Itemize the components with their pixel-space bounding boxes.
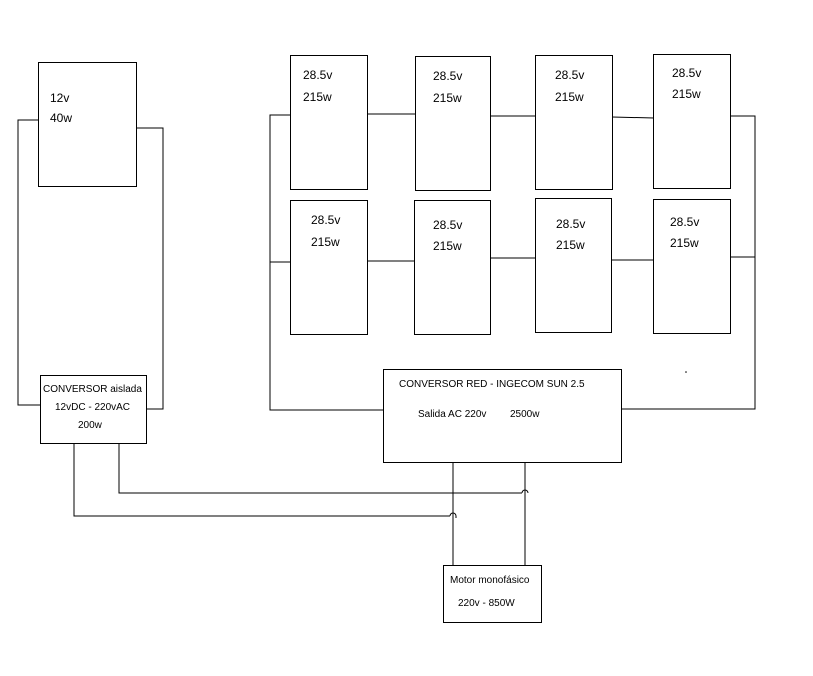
panel-voltage: 28.5v: [311, 213, 341, 227]
wire-battery-right: [136, 127, 164, 410]
panel-power: 215w: [670, 236, 699, 250]
isolated-converter-box: CONVERSOR aislada 12vDC - 220vAC 200w: [40, 375, 147, 444]
panel-voltage: 28.5v: [555, 68, 585, 82]
wire-iso-b: [73, 443, 450, 517]
panel-voltage: 28.5v: [672, 66, 702, 80]
panel-power: 215w: [311, 235, 340, 249]
panel-voltage: 28.5v: [556, 217, 586, 231]
panel-power: 215w: [433, 91, 462, 105]
panel-voltage: 28.5v: [670, 215, 700, 229]
solar-panel: 28.5v 215w: [415, 56, 491, 191]
solar-panel: 28.5v 215w: [535, 198, 612, 333]
solar-panel: 28.5v 215w: [290, 200, 368, 335]
grid-converter-output: Salida AC 220v: [418, 409, 487, 420]
panel-voltage: 28.5v: [433, 69, 463, 83]
isolated-converter-title: CONVERSOR aislada: [43, 384, 142, 395]
wire-iso-a: [118, 443, 522, 494]
panel-power: 215w: [556, 238, 585, 252]
wire-hop-b: [449, 512, 457, 518]
wire-battery-left: [17, 119, 40, 406]
grid-converter-power: 2500w: [510, 409, 540, 420]
wire-hop-a: [521, 489, 529, 494]
stray-dot: [685, 371, 687, 373]
battery-power: 40w: [50, 111, 73, 125]
solar-panel: 28.5v 215w: [414, 200, 491, 335]
panel-power: 215w: [555, 90, 584, 104]
battery-voltage: 12v: [50, 91, 70, 105]
battery-box: 12v 40w: [38, 62, 137, 187]
solar-panel: 28.5v 215w: [535, 55, 613, 190]
wire-r1-3: [611, 116, 655, 119]
motor-box: Motor monofásico 220v - 850W: [443, 565, 542, 623]
wire-array-right: [621, 115, 756, 410]
solar-panel: 28.5v 215w: [653, 199, 731, 334]
panel-power: 215w: [672, 87, 701, 101]
solar-panel: 28.5v 215w: [653, 54, 731, 189]
grid-converter-box: CONVERSOR RED - INGECOM SUN 2.5 Salida A…: [383, 369, 622, 463]
motor-title: Motor monofásico: [450, 575, 530, 586]
panel-power: 215w: [433, 239, 462, 253]
panel-power: 215w: [303, 90, 332, 104]
isolated-converter-power: 200w: [78, 420, 102, 431]
isolated-converter-spec: 12vDC - 220vAC: [55, 402, 131, 413]
panel-voltage: 28.5v: [303, 68, 333, 82]
panel-voltage: 28.5v: [433, 218, 463, 232]
solar-panel: 28.5v 215w: [290, 55, 368, 190]
grid-converter-title: CONVERSOR RED - INGECOM SUN 2.5: [399, 379, 585, 390]
motor-spec: 220v - 850W: [458, 598, 515, 609]
